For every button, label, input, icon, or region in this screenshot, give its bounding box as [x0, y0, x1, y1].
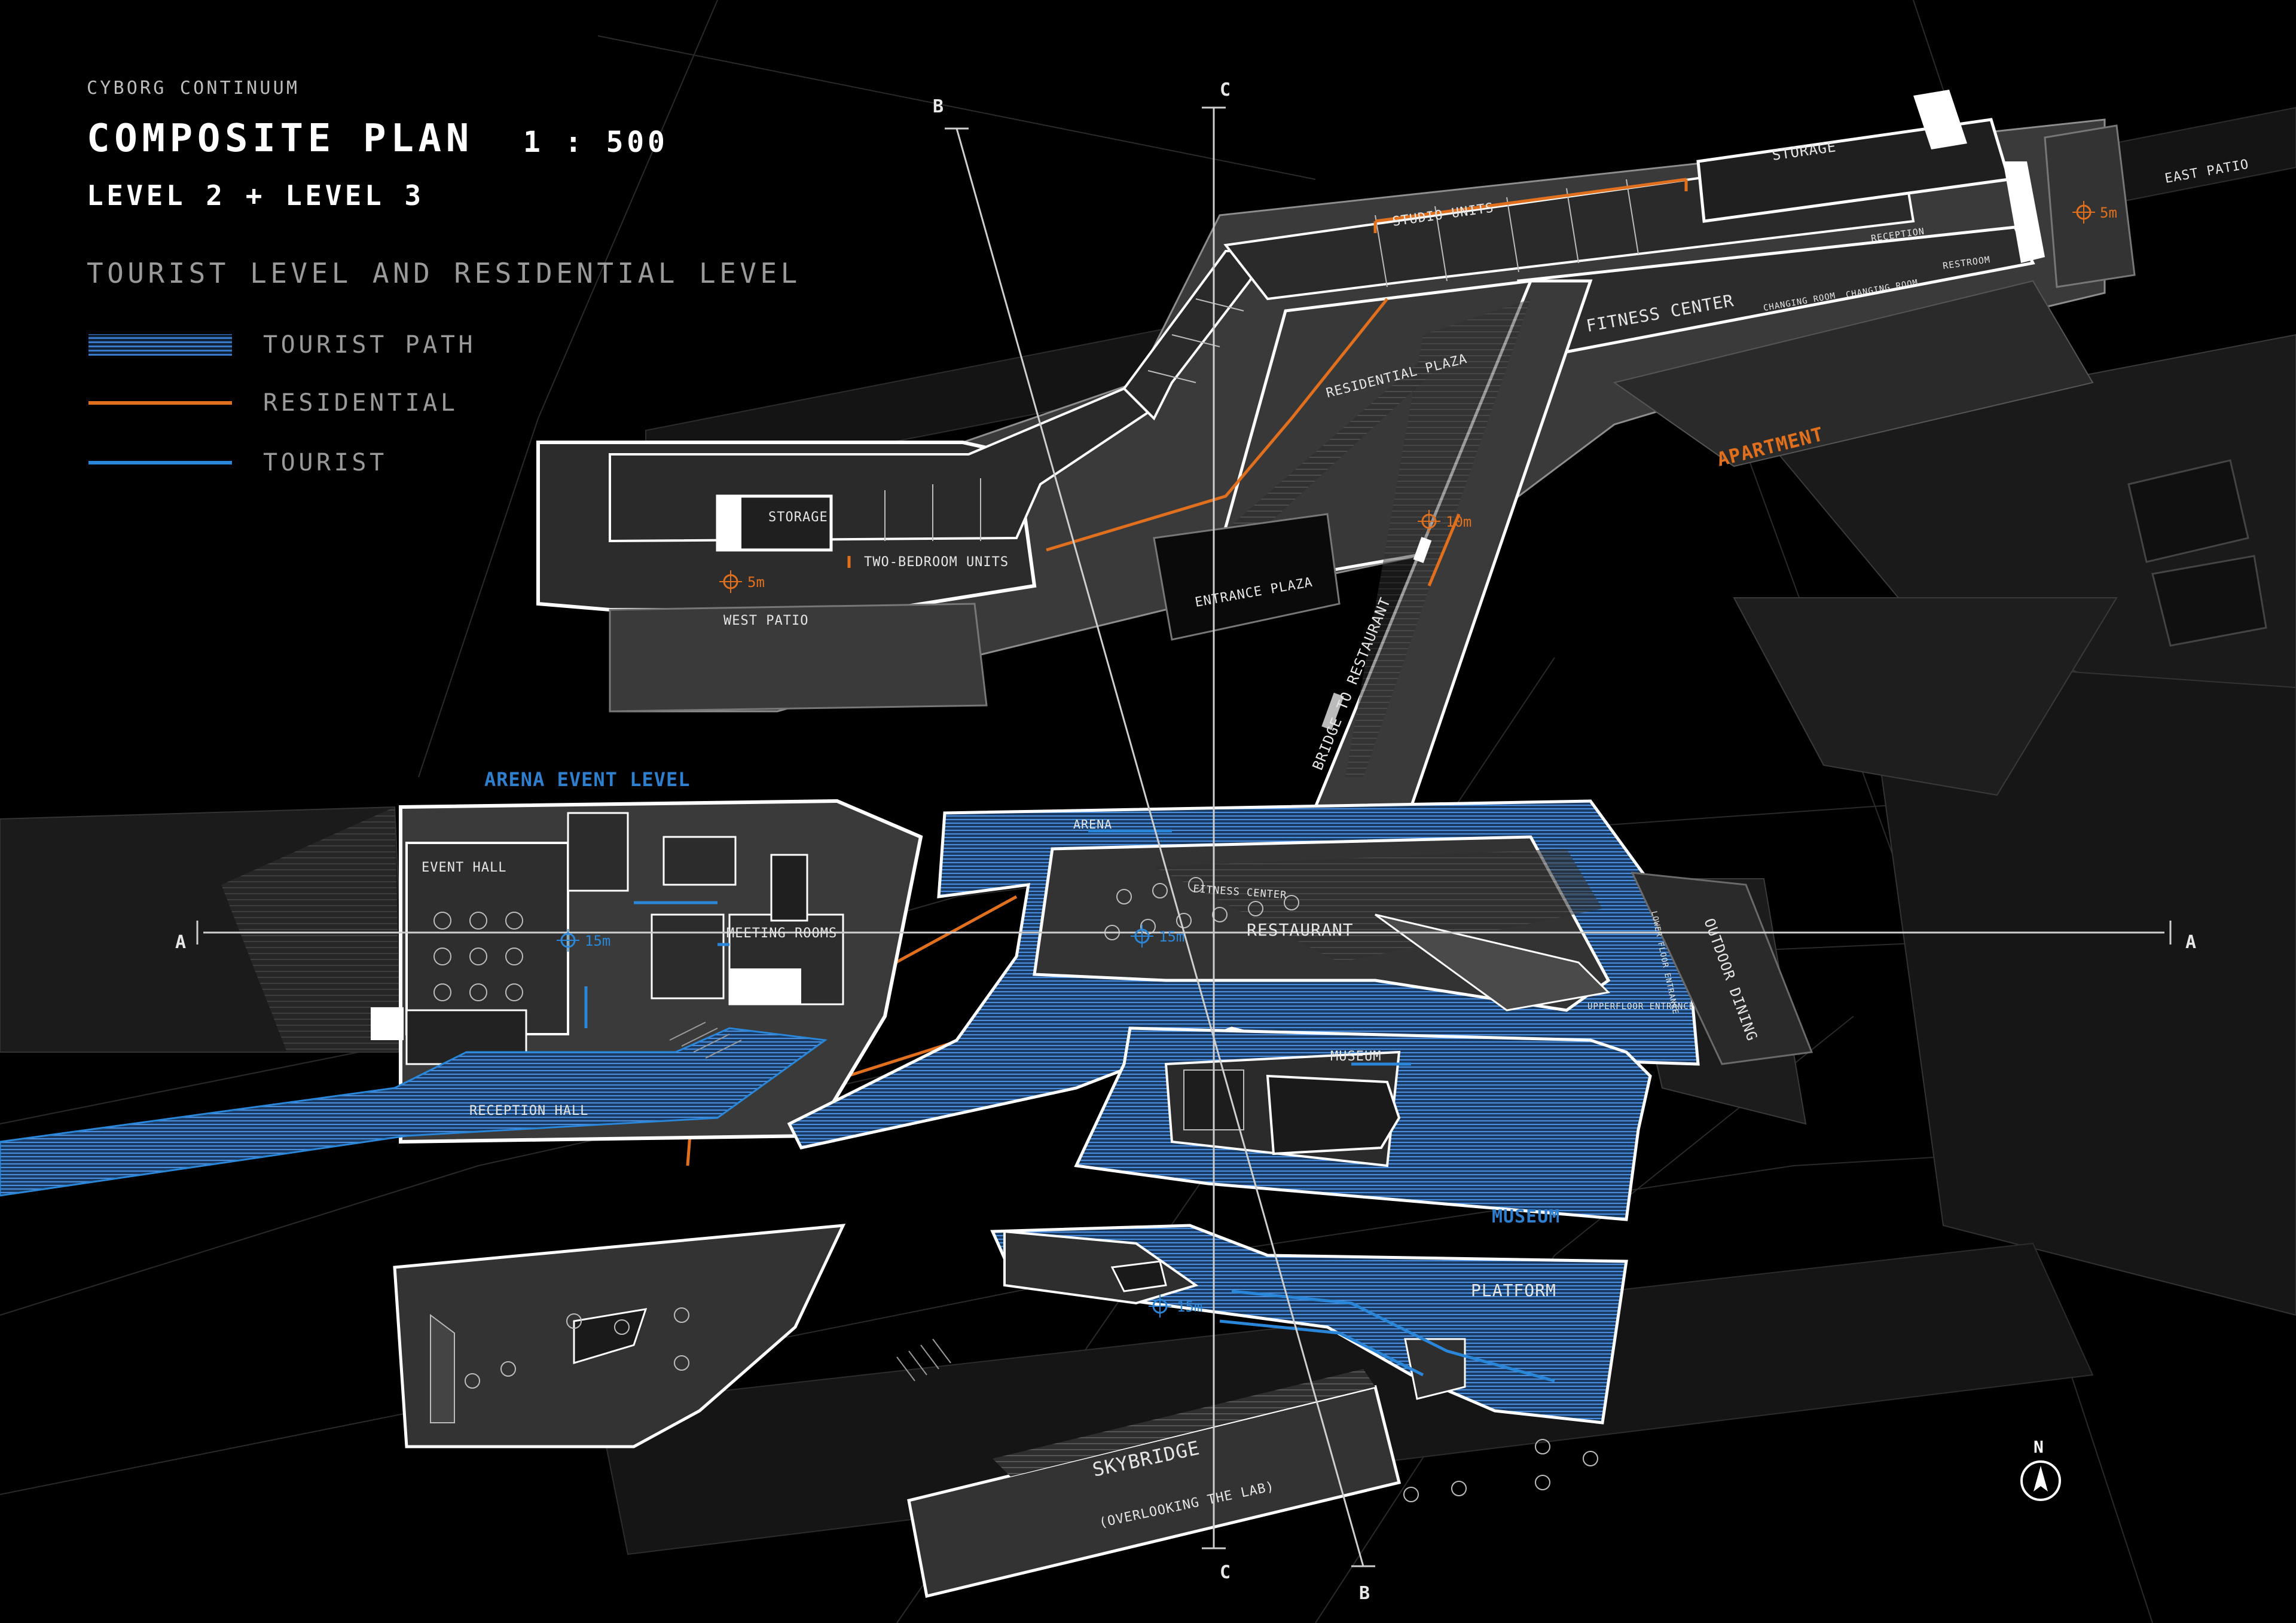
section-marker-c-top: C	[1220, 80, 1231, 100]
elevation-marker-platform: 15m	[1149, 1295, 1202, 1318]
legend-label: TOURIST	[263, 449, 387, 476]
section-marker-b-bottom: B	[1359, 1583, 1370, 1604]
label-reception-hall: RECEPTION HALL	[469, 1104, 588, 1118]
section-marker-a-west: A	[175, 932, 186, 953]
legend-item-tourist-path: TOURIST PATH	[88, 331, 477, 359]
north-label: N	[2034, 1437, 2044, 1457]
label-west-patio: WEST PATIO	[723, 613, 808, 628]
elevation-marker-west-patio: 5m	[719, 570, 765, 593]
plan-title: COMPOSITE PLAN	[87, 117, 474, 161]
section-marker-b-top: B	[933, 96, 944, 117]
elevation-restaurant: 15m	[1159, 928, 1184, 945]
elevation-event-hall: 15m	[585, 933, 610, 949]
tourist-route	[584, 829, 1555, 1383]
project-name: CYBORG CONTINUUM	[87, 78, 300, 99]
north-arrow: N	[2020, 1437, 2061, 1501]
label-arena: ARENA	[1073, 817, 1112, 832]
label-meeting-rooms: MEETING ROOMS	[726, 926, 837, 941]
north-arrow-icon	[2020, 1460, 2061, 1501]
label-museum-path: MUSEUM	[1330, 1049, 1381, 1064]
legend-swatch-orange-line	[88, 401, 232, 405]
elevation-marker-event-hall: 15m	[557, 929, 610, 952]
section-marker-c-bottom: C	[1220, 1562, 1231, 1583]
legend-label: RESIDENTIAL	[263, 389, 459, 417]
label-event-hall: EVENT HALL	[422, 860, 506, 875]
residential-level	[536, 90, 2136, 809]
section-lines	[196, 106, 2172, 1567]
label-upperfloor-entrance: UPPERFLOOR ENTRANCE	[1587, 1002, 1694, 1011]
label-platform: PLATFORM	[1471, 1280, 1556, 1300]
tourist-level	[0, 799, 1813, 1598]
legend-swatch-hatched	[88, 334, 232, 356]
label-restaurant: RESTAURANT	[1247, 920, 1354, 940]
elevation-marker-bridge: 10m	[1418, 510, 1471, 533]
plan-subtitle: TOURIST LEVEL AND RESIDENTIAL LEVEL	[87, 257, 801, 289]
section-marker-labels: A A B B C C	[175, 80, 2196, 1604]
label-two-bedroom-units: TWO-BEDROOM UNITS	[864, 555, 1009, 570]
elevation-bridge: 10m	[1446, 514, 1471, 530]
legend-swatch-blue-line	[88, 461, 232, 464]
elevation-west-patio: 5m	[747, 574, 765, 591]
plan-levels: LEVEL 2 + LEVEL 3	[87, 179, 425, 212]
label-museum-title: MUSEUM	[1492, 1206, 1560, 1227]
elevation-platform: 15m	[1177, 1298, 1202, 1315]
legend-item-tourist: TOURIST	[88, 449, 387, 476]
elevation-markers: 5m 5m 10m 15m 15m	[557, 201, 2117, 1318]
elevation-east-patio: 5m	[2100, 204, 2117, 221]
legend-item-residential: RESIDENTIAL	[88, 389, 459, 417]
elevation-marker-east-patio: 5m	[2072, 201, 2117, 224]
legend-label: TOURIST PATH	[263, 331, 477, 359]
plan-scale: 1 : 500	[523, 126, 668, 159]
section-marker-a-east: A	[2185, 932, 2196, 953]
label-storage-west: STORAGE	[768, 510, 828, 525]
elevation-marker-restaurant: 15m	[1131, 925, 1184, 947]
label-arena-event-level: ARENA EVENT LEVEL	[484, 768, 691, 791]
